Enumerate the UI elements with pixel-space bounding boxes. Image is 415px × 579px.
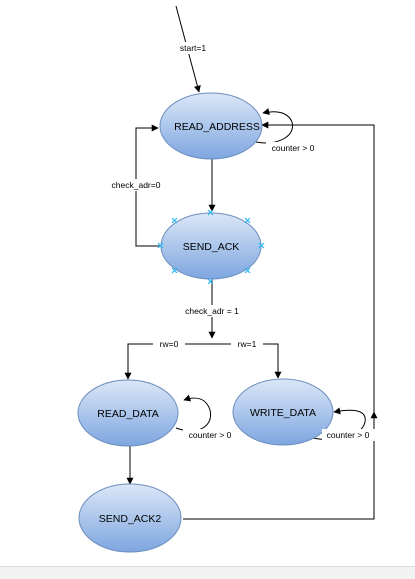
rw0-label: rw=0 (153, 338, 185, 350)
state-write-data[interactable]: WRITE_DATA (232, 378, 334, 446)
check-adr-1-label: check_adr = 1 (180, 305, 244, 317)
rw0-label-text: rw=0 (160, 339, 179, 349)
state-send-ack2-label: SEND_ACK2 (99, 513, 162, 525)
read-data-loop-label: counter > 0 (183, 429, 237, 441)
check-adr-0-label-text: check_adr=0 (112, 180, 161, 190)
read-data-loop-label-text: counter > 0 (189, 430, 232, 440)
bottom-scrollbar-track[interactable] (0, 566, 415, 579)
write-data-loop-label: counter > 0 (322, 429, 376, 441)
state-send-ack-label: SEND_ACK (183, 241, 240, 253)
selection-handles[interactable] (157, 209, 265, 285)
state-read-address[interactable]: READ_ADDRESS (159, 92, 263, 160)
write-data-to-read-address-edge[interactable] (261, 121, 375, 412)
state-write-data-label: WRITE_DATA (250, 407, 316, 419)
state-send-ack2[interactable]: SEND_ACK2 (78, 483, 182, 553)
state-read-data-label: READ_DATA (97, 408, 158, 420)
write-data-loop-label-text: counter > 0 (327, 430, 370, 440)
check-adr-0-label: check_adr=0 (107, 179, 165, 191)
edge-labels: start=1 counter > 0 check_adr=0 check_ad… (107, 42, 376, 441)
read-address-loop-label: counter > 0 (266, 142, 320, 154)
start-label-text: start=1 (180, 43, 206, 53)
start-label: start=1 (171, 42, 215, 54)
rw1-label: rw=1 (231, 338, 263, 350)
read-data-loop-edge[interactable] (175, 394, 212, 432)
send-ack2-to-write-data-edge[interactable] (183, 411, 378, 520)
read-address-loop-label-text: counter > 0 (272, 143, 315, 153)
state-read-data[interactable]: READ_DATA (77, 379, 179, 447)
state-send-ack[interactable]: SEND_ACK (157, 209, 265, 285)
check-adr-1-label-text: check_adr = 1 (185, 306, 239, 316)
state-read-address-label: READ_ADDRESS (174, 121, 260, 133)
rw1-label-text: rw=1 (238, 339, 257, 349)
